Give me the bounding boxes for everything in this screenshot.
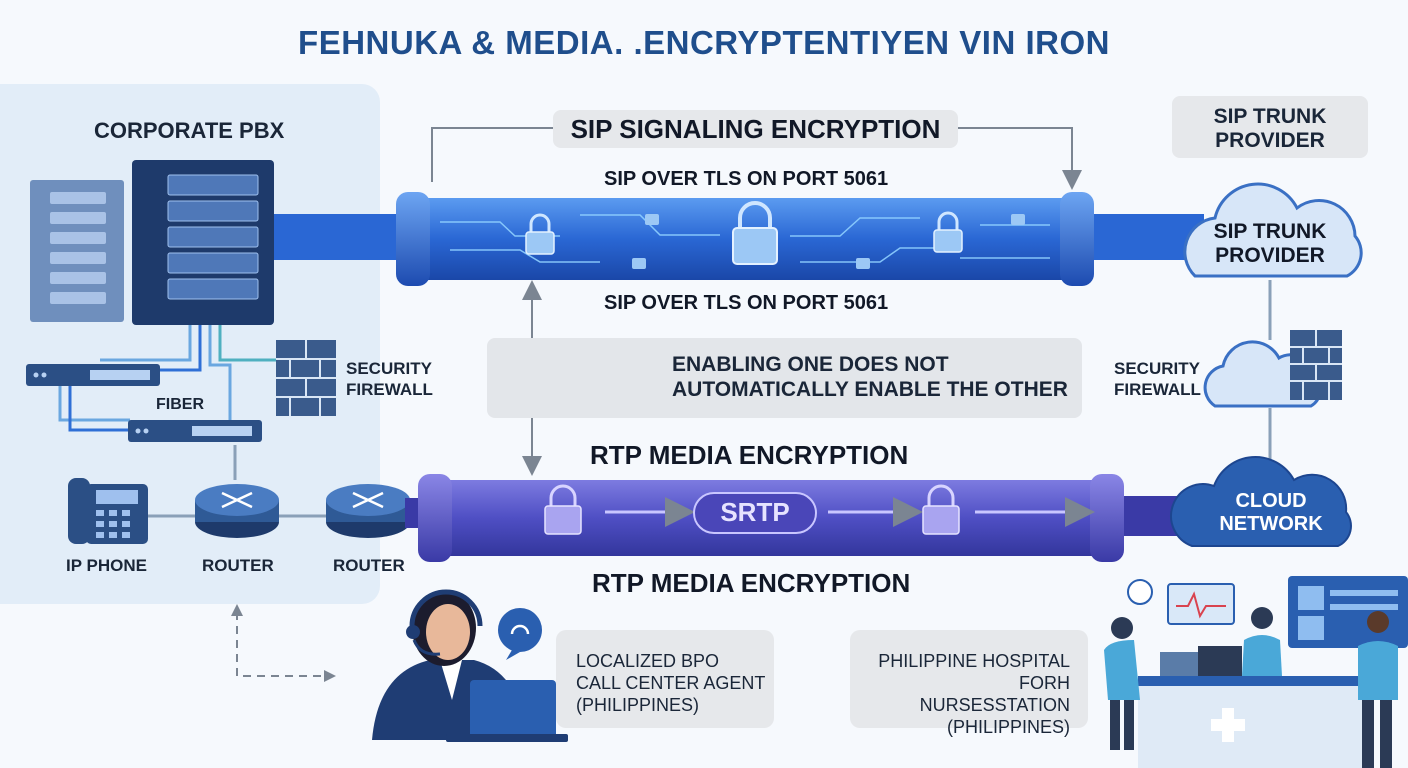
router-label-2: ROUTER <box>333 556 405 575</box>
sip-trunk-cloud-text: SIP TRUNK PROVIDER <box>1213 220 1327 267</box>
lock-icon-media-1 <box>544 484 582 535</box>
pbx-label: CORPORATE PBX <box>94 118 285 143</box>
ip-phone-icon <box>68 478 148 544</box>
lock-icons-small <box>632 214 1025 269</box>
firewall-icon-left <box>276 340 336 416</box>
lock-icon-sig-3 <box>933 211 963 253</box>
cloud-network-text: CLOUD NETWORK <box>1219 490 1323 535</box>
bpo-card-text: LOCALIZED BPO CALL CENTER AGENT (PHILIPP… <box>576 651 766 715</box>
router-label-1: ROUTER <box>202 556 274 575</box>
sip-tls-label-top: SIP OVER TLS ON PORT 5061 <box>604 168 889 190</box>
fiber-label: FIBER <box>156 396 204 413</box>
pbx-pipe-connector <box>274 214 404 260</box>
switch-top <box>26 364 160 386</box>
hospital-card <box>850 630 1088 728</box>
ip-phone-label: IP PHONE <box>66 556 147 575</box>
firewall-icon-right <box>1290 330 1342 400</box>
page-title: FEHNUKA & MEDIA. .ENCRYPTENTIYEN VIN IRO… <box>298 24 1110 61</box>
dashed-connector <box>236 612 330 677</box>
lock-icon-media-2 <box>922 484 960 535</box>
note-box <box>487 338 1082 418</box>
server-rack-large <box>132 160 274 325</box>
signaling-bracket <box>431 127 1082 190</box>
sip-signaling-header: SIP SIGNALING ENCRYPTION <box>570 114 941 144</box>
call-center-agent-illustration <box>372 589 568 742</box>
rtp-media-label-bottom: RTP MEDIA ENCRYPTION <box>592 568 911 598</box>
fiber-cables <box>58 325 300 480</box>
sip-signaling-pipe <box>396 192 1204 286</box>
sip-tls-label-bottom: SIP OVER TLS ON PORT 5061 <box>604 292 889 314</box>
srtp-badge: SRTP <box>720 497 790 527</box>
firewall-label-left: SECURITY FIREWALL <box>346 359 433 399</box>
hospital-nurse-station-illustration <box>1104 576 1408 768</box>
cloud-network-icon <box>1170 456 1352 547</box>
lock-icon-sig-2 <box>732 201 778 265</box>
note-text: ENABLING ONE DOES NOT AUTOMATICALLY ENAB… <box>672 353 1068 401</box>
sip-trunk-cloud-icon <box>1183 182 1363 278</box>
lock-icon-sig-1 <box>525 213 555 255</box>
rtp-media-label-top: RTP MEDIA ENCRYPTION <box>590 440 909 470</box>
router-icon-1 <box>195 484 279 538</box>
hospital-card-text: PHILIPPINE HOSPITAL FORH NURSESSTATION (… <box>878 651 1070 737</box>
bpo-card <box>556 630 774 728</box>
router-icon-2 <box>326 484 410 538</box>
sip-trunk-provider-box-text: SIP TRUNK PROVIDER <box>1213 105 1327 152</box>
sip-trunk-provider-box <box>1172 96 1368 158</box>
server-rack-small <box>30 180 124 322</box>
sip-signaling-header-box <box>553 110 958 148</box>
firewall-label-right: SECURITY FIREWALL <box>1114 359 1201 399</box>
switch-bottom <box>128 420 262 442</box>
